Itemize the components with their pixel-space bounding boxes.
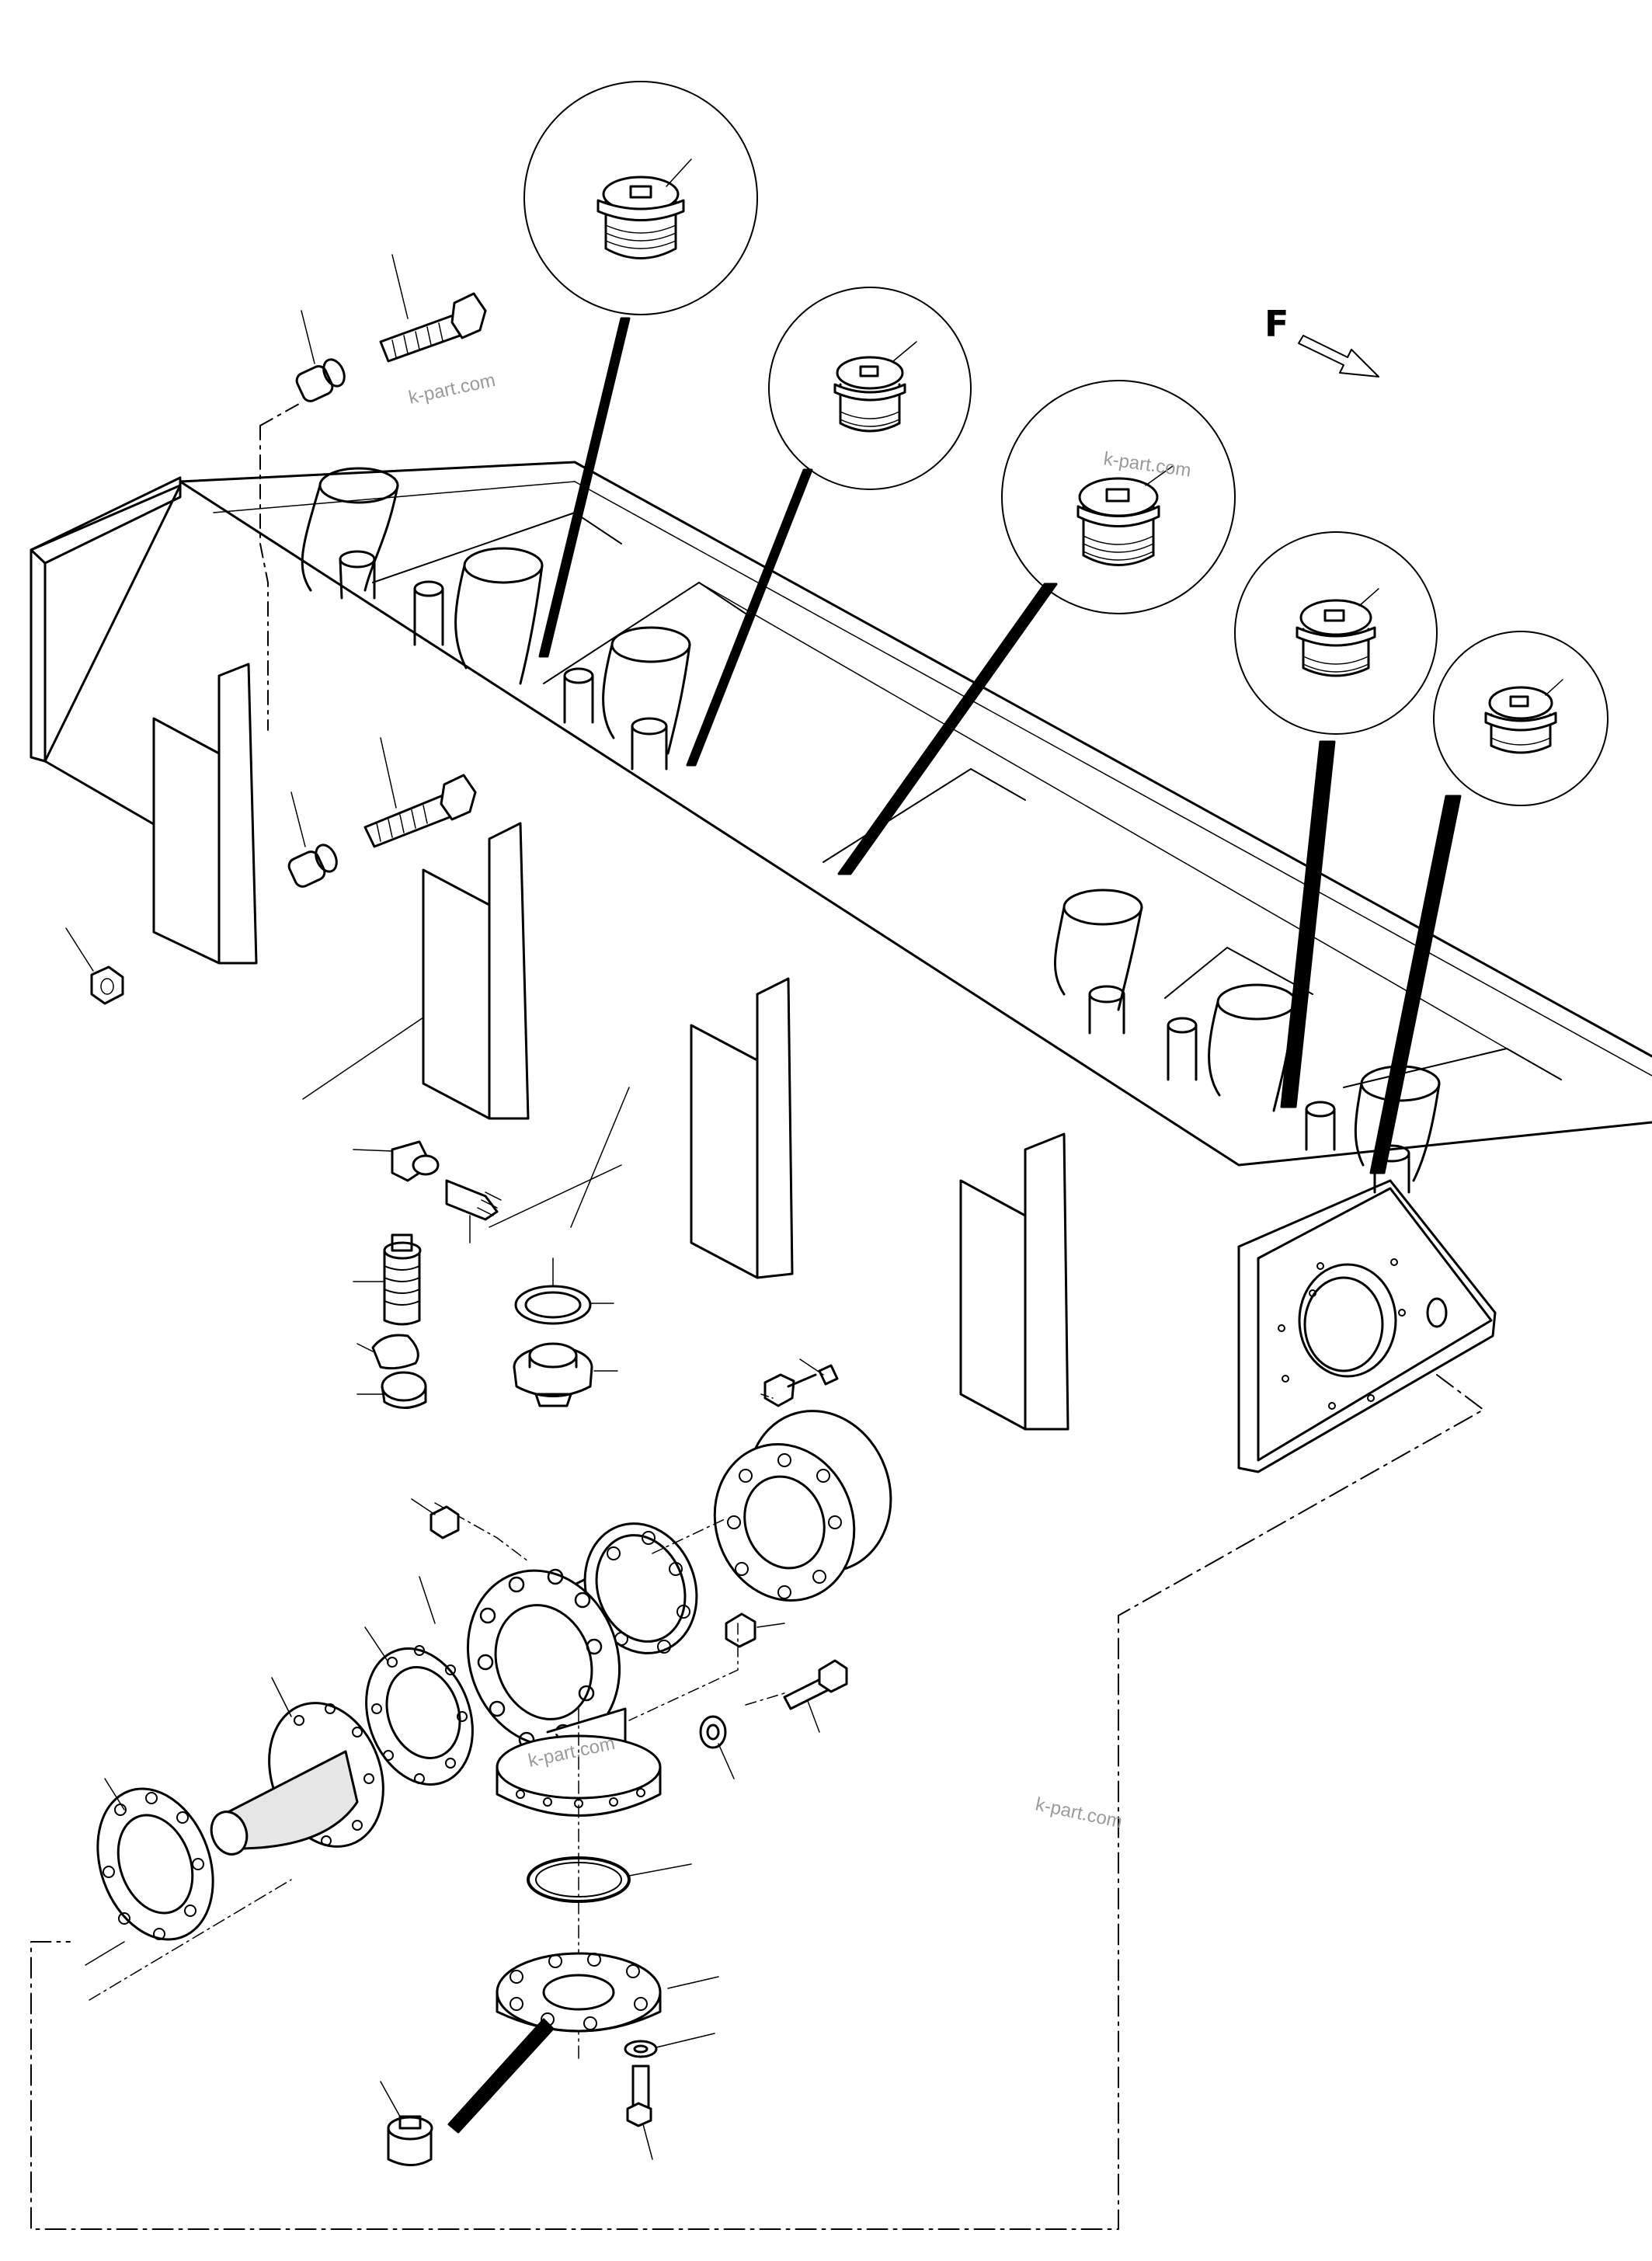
bellows-compensator (713, 1358, 892, 1602)
plug-with-seal (513, 1257, 618, 1407)
bolt-spacer-upper (259, 254, 487, 731)
watermark-1: k-part.com (407, 370, 497, 409)
detail-plug-4 (1234, 531, 1438, 1108)
beam-frame (30, 461, 1652, 1473)
detail-plug-3 (837, 380, 1236, 875)
o-ring-and-flange (380, 1856, 719, 2166)
detail-plug-5 (1369, 631, 1609, 1174)
reference-lines (30, 1374, 1484, 2230)
direction-label: F (1264, 303, 1289, 345)
fasteners-right (411, 1498, 848, 2160)
flange-gasket-lower (85, 1778, 292, 2001)
quick-coupling (353, 1087, 630, 1409)
watermark-3: k-part.com (527, 1733, 617, 1772)
direction-arrow-icon (1298, 335, 1379, 377)
detail-plug-1 (523, 81, 758, 658)
flange-gasket-upper (364, 1576, 474, 1786)
bolt-spacer-lower (65, 737, 477, 1100)
watermark-4: k-part.com (1034, 1793, 1124, 1832)
t-pipe-fitting (466, 1522, 698, 2063)
strainer-cone (210, 1677, 384, 1856)
detail-plug-2 (686, 287, 972, 767)
watermark-2: k-part.com (1102, 448, 1192, 482)
